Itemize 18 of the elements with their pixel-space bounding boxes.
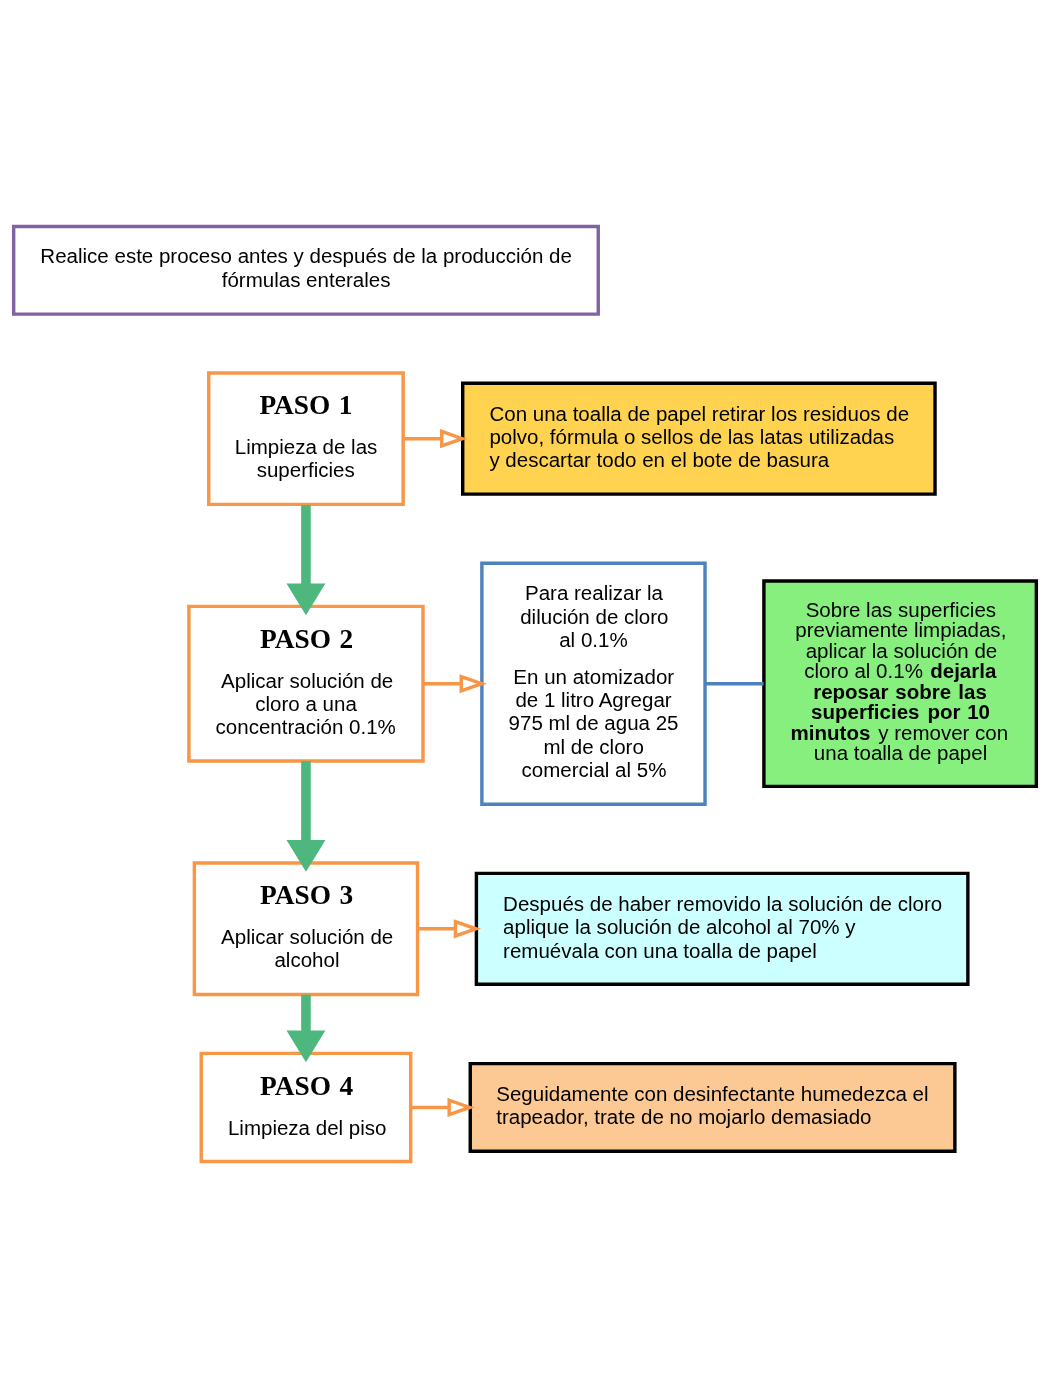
node-box: PASO 1 Limpieza de las superficies [207,370,405,506]
node-box: Para realizar la dilución de cloro al 0.1% En un atomizador de 1 litro Agregar 975 ml de agua 25 ml de cloro comercial al 5% [480,561,707,806]
arrow [423,673,487,693]
arrow [410,1097,475,1117]
node-box: Realice este proceso antes y después de la producción de fórmulas enterales [11,224,600,316]
arrow [403,428,468,448]
node-box: Después de haber removido la solución de cloro aplique la solución de alcohol al 70% y remuévala con una toalla de papel [474,871,970,986]
node-box: Seguidamente con desinfectante humedezca el trapeador, trate de no mojarlo demasiado [468,1061,957,1153]
node-box: Sobre las superficies previamente limpiadas, aplicar la solución de cloro al 0.1% dejarla reposar sobre las superficies por 10 minutos y remover con una toalla de papel [762,578,1039,788]
arrow [417,918,482,938]
node-box: Con una toalla de papel retirar los residuos de polvo, fórmula o sellos de las latas utilizadas y descartar todo en el bote de basura [461,381,937,496]
node-box: PASO 4 Limpieza del piso [199,1051,413,1163]
arrow [286,994,326,1062]
arrow [286,760,326,872]
arrow [286,504,326,615]
connector [705,681,764,685]
node-box: PASO 2 Aplicar solución de cloro a una concentración 0.1% [187,604,425,763]
node-box: PASO 3 Aplicar solución de alcohol [192,860,420,996]
